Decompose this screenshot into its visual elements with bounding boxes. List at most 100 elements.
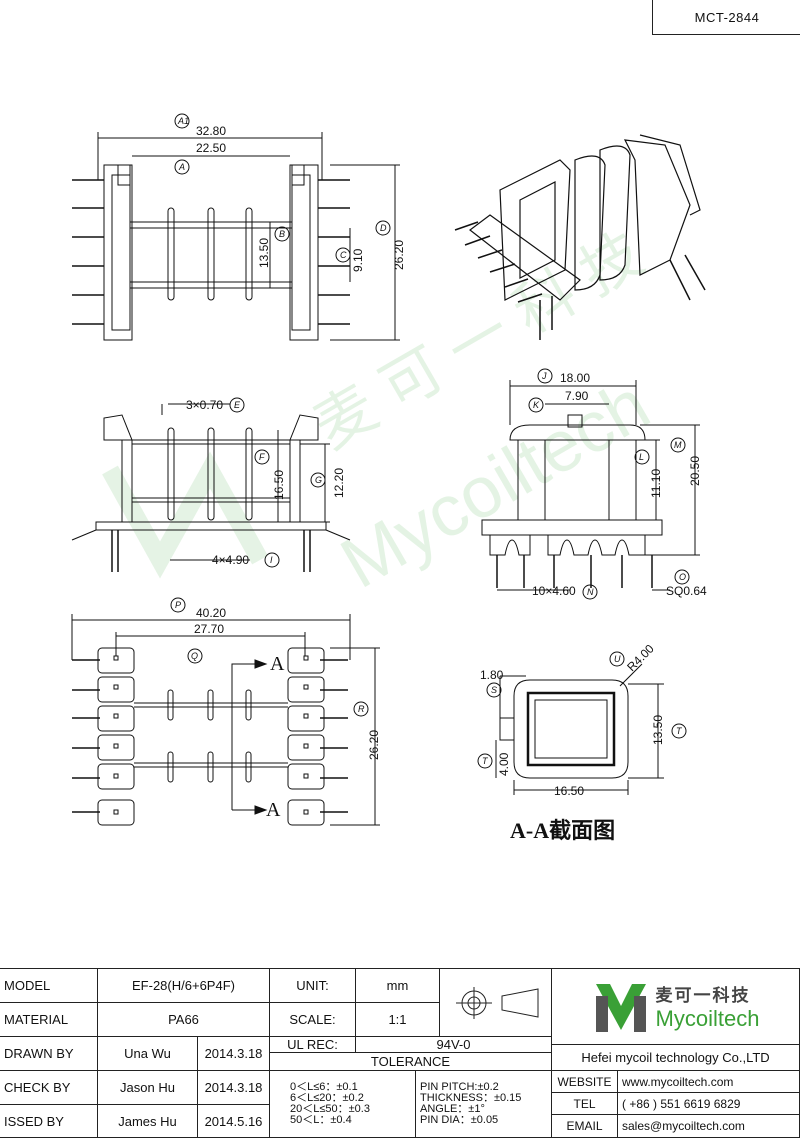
company-logo: 麦可一科技 Mycoiltech [552, 969, 800, 1045]
marker-a: A [178, 162, 185, 172]
tol-angle: ANGLE：±1° [420, 1103, 485, 1115]
marker-s: S [491, 685, 497, 695]
dim-top-gap: 9.10 [351, 248, 365, 272]
marker-n: N [587, 587, 594, 597]
marker-t-right: T [676, 726, 683, 736]
check-date: 2014.3.18 [198, 1071, 270, 1105]
drawing-canvas: 麦 可 一 科 技 Mycoiltech [71, 113, 707, 843]
projection-symbol [440, 969, 552, 1037]
tol-thickness: THICKNESS：±0.15 [420, 1092, 522, 1104]
dim-side-width: 18.00 [560, 371, 590, 385]
tolerance-label: TOLERANCE [270, 1053, 552, 1071]
email-label: EMAIL [552, 1115, 618, 1138]
section-title: A-A截面图 [510, 818, 615, 843]
tol-row-1: 0＜L≤6：±0.1 [290, 1081, 358, 1093]
tel-value: ( +86 ) 551 6619 6829 [618, 1093, 800, 1115]
dim-top-bar: 13.50 [257, 238, 271, 268]
marker-i: I [270, 555, 273, 565]
marker-p: P [175, 600, 181, 610]
model-value: EF-28(H/6+6P4F) [98, 969, 270, 1003]
marker-o: O [679, 572, 686, 582]
dim-side-height: 20.50 [688, 456, 702, 486]
top-view: 32.80 22.50 13.50 9.10 26.20 A1 A B C D [72, 113, 406, 341]
dim-bottom-overall: 40.20 [196, 606, 226, 620]
tol-row-3: 20＜L≤50：±0.3 [290, 1103, 370, 1115]
part-number: MCT-2844 [652, 0, 800, 35]
marker-l: L [639, 452, 644, 462]
drawn-date: 2014.3.18 [198, 1037, 270, 1071]
check-label: CHECK BY [0, 1071, 98, 1105]
dim-front-height: 16.50 [272, 470, 286, 500]
marker-b: B [279, 229, 285, 239]
marker-e: E [234, 400, 241, 410]
tel-label: TEL [552, 1093, 618, 1115]
section-marker-top: A [270, 653, 285, 675]
drawn-label: DRAWN BY [0, 1037, 98, 1071]
ul-value: 94V-0 [356, 1037, 552, 1053]
dim-side-pitch: 10×4.60 [532, 584, 576, 598]
dim-section-wall: 1.80 [480, 668, 504, 682]
title-block: MODEL EF-28(H/6+6P4F) UNIT: mm 麦可一科技 Myc… [0, 968, 800, 1138]
website-value[interactable]: www.mycoiltech.com [618, 1071, 800, 1093]
marker-a1: A1 [177, 116, 189, 126]
unit-value: mm [356, 969, 440, 1003]
dim-side-window: 11.10 [649, 469, 663, 498]
dim-section-radius: R4.00 [624, 641, 657, 674]
issued-name: James Hu [98, 1105, 198, 1138]
issued-date: 2014.5.16 [198, 1105, 270, 1138]
company-full-name: Hefei mycoil technology Co.,LTD [552, 1045, 800, 1071]
tol-row-4: 50＜L：±0.4 [290, 1114, 352, 1126]
dim-top-height: 26.20 [392, 240, 406, 270]
dim-side-core: 7.90 [565, 389, 589, 403]
tol-pin-pitch: PIN PITCH:±0.2 [420, 1081, 499, 1093]
material-value: PA66 [98, 1003, 270, 1037]
website-label: WEBSITE [552, 1071, 618, 1093]
marker-r: R [358, 704, 365, 714]
mycoiltech-logo-icon [595, 983, 646, 1032]
marker-t-left: T [482, 756, 489, 766]
marker-c: C [340, 250, 347, 260]
tol-pin-dia: PIN DIA：±0.05 [420, 1114, 499, 1126]
marker-f: F [259, 452, 265, 462]
company-name-cn: 麦可一科技 [655, 986, 751, 1005]
marker-d: D [380, 223, 387, 233]
model-label: MODEL [0, 969, 98, 1003]
drawn-name: Una Wu [98, 1037, 198, 1071]
isometric-view [454, 134, 706, 340]
dim-section-flange: 4.00 [497, 752, 511, 776]
check-name: Jason Hu [98, 1071, 198, 1105]
watermark-logo [102, 451, 268, 579]
unit-label: UNIT: [270, 969, 356, 1003]
marker-q: Q [191, 651, 198, 661]
dim-section-width: 16.50 [554, 784, 584, 798]
marker-j: J [541, 371, 547, 381]
dim-front-slots: 3×0.70 [186, 398, 223, 412]
material-label: MATERIAL [0, 1003, 98, 1037]
marker-k: K [533, 400, 540, 410]
issued-label: ISSED BY [0, 1105, 98, 1138]
dim-top-inner: 22.50 [196, 141, 226, 155]
ul-label: UL REC: [270, 1037, 356, 1053]
scale-value: 1:1 [356, 1003, 440, 1037]
marker-g: G [315, 475, 322, 485]
dim-top-overall: 32.80 [196, 124, 226, 138]
marker-u: U [614, 654, 621, 664]
dim-side-pin: SQ0.64 [666, 584, 707, 598]
section-marker-bottom: A [266, 799, 281, 821]
first-angle-projection-icon [455, 986, 538, 1019]
tol-row-2: 6＜L≤20：±0.2 [290, 1092, 364, 1104]
marker-m: M [674, 440, 682, 450]
section-view: 1.80 R4.00 13.50 4.00 16.50 S U T T A-A截… [477, 641, 687, 843]
dim-section-height: 13.50 [651, 715, 665, 745]
dim-bottom-inner: 27.70 [194, 622, 224, 636]
side-view: 18.00 7.90 11.10 20.50 10×4.60 SQ0.64 J … [481, 368, 707, 600]
tolerance-specs: PIN PITCH:±0.2 THICKNESS：±0.15 ANGLE：±1°… [416, 1071, 552, 1138]
company-name-en: Mycoiltech [655, 1006, 760, 1031]
email-value[interactable]: sales@mycoiltech.com [618, 1115, 800, 1138]
bottom-view: A A 40.20 27.70 26.20 P Q R [71, 597, 381, 826]
dim-front-pitch: 4×4.90 [212, 553, 249, 567]
dim-front-window: 12.20 [332, 468, 346, 498]
front-view: 3×0.70 16.50 12.20 4×4.90 E F G I [71, 397, 351, 572]
tolerance-ranges: 0＜L≤6：±0.1 6＜L≤20：±0.2 20＜L≤50：±0.3 50＜L… [270, 1071, 416, 1138]
scale-label: SCALE: [270, 1003, 356, 1037]
